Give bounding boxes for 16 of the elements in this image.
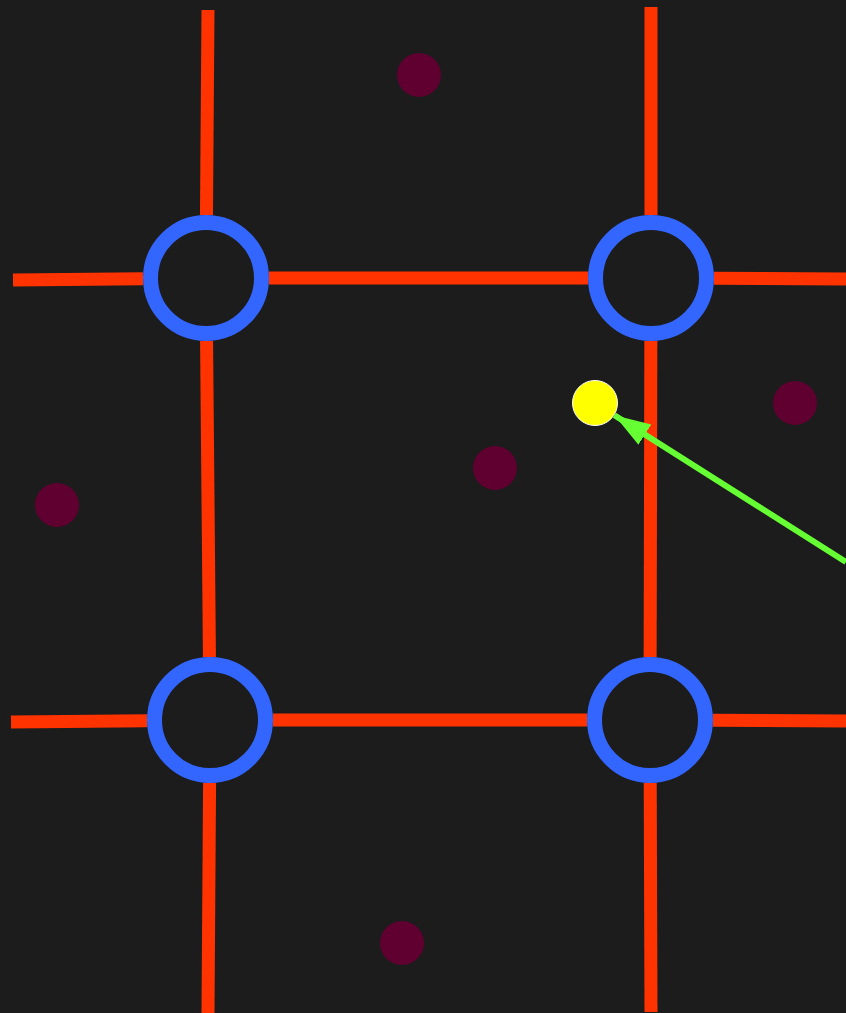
connector-line	[644, 7, 658, 215]
ring-node	[147, 657, 273, 783]
connector-line	[269, 271, 588, 285]
connector-line	[273, 713, 587, 727]
ring-node	[143, 215, 269, 341]
connector-line	[713, 271, 846, 286]
ring-node	[587, 657, 713, 783]
connector-line	[199, 9, 215, 216]
connector-line	[200, 340, 216, 658]
connector-line	[10, 714, 148, 729]
connector-line	[12, 272, 144, 287]
arrow	[612, 412, 846, 565]
connector-line	[201, 782, 217, 1013]
ring-node	[588, 215, 714, 341]
connector-line	[643, 341, 658, 657]
connector-line	[643, 782, 658, 1013]
